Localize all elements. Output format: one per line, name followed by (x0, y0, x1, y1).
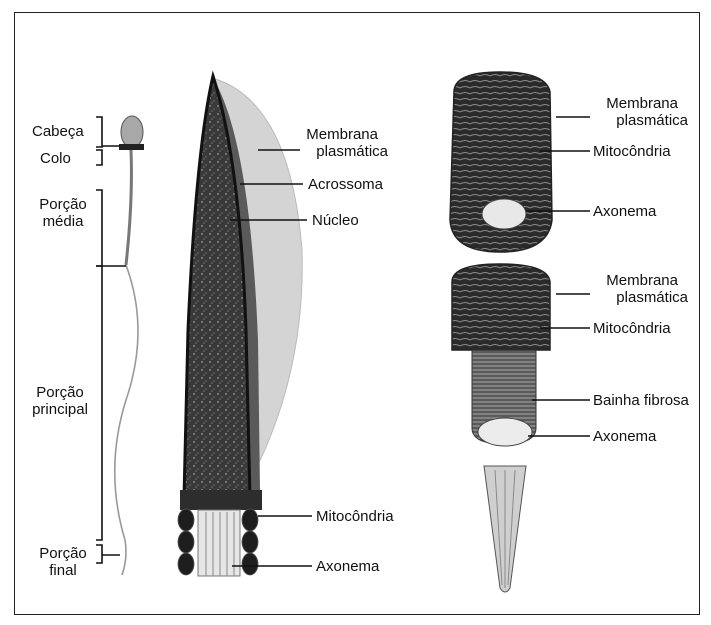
label-porcao-principal: Porção principal (24, 384, 96, 418)
label-acrossoma: Acrossoma (308, 176, 383, 193)
whole-sperm-brackets (96, 117, 126, 563)
neck-region (180, 490, 262, 510)
label-mid-mitocondria: Mitocôndria (593, 143, 671, 160)
label-head-axonema: Axonema (316, 558, 379, 575)
label-mid-membrana-line2: plasmática (592, 112, 688, 129)
whole-sperm-illustration (115, 116, 144, 575)
label-porcao-final: Porção final (30, 545, 96, 579)
label-cabeca: Cabeça (32, 123, 84, 140)
label-porcao-media-line1: Porção (30, 196, 96, 213)
label-head-mitocondria: Mitocôndria (316, 508, 394, 525)
principal-axoneme-disc (478, 418, 532, 446)
label-porcao-media: Porção média (30, 196, 96, 230)
label-prin-membrana-line2: plasmática (592, 289, 688, 306)
principal-mitochondrial-band (452, 264, 550, 350)
label-porcao-principal-line1: Porção (24, 384, 96, 401)
label-colo: Colo (40, 150, 71, 167)
sperm-neck-band (119, 144, 144, 150)
label-mid-membrana: Membrana plasmática (592, 95, 688, 129)
principal-section-illustration (452, 264, 550, 592)
label-prin-axonema: Axonema (593, 428, 656, 445)
label-nucleo: Núcleo (312, 212, 359, 229)
label-mid-membrana-line1: Membrana (592, 95, 688, 112)
label-porcao-principal-line2: principal (24, 401, 96, 418)
label-head-membrana-line2: plasmática (300, 143, 388, 160)
midpiece-section-illustration (450, 72, 552, 252)
sperm-tail (115, 265, 138, 575)
label-head-membrana: Membrana plasmática (300, 126, 388, 160)
label-porcao-media-line2: média (30, 213, 96, 230)
midpiece-axoneme-disc (482, 199, 526, 229)
sperm-head (121, 116, 143, 148)
label-bainha-fibrosa: Bainha fibrosa (593, 392, 689, 409)
sperm-midpiece (126, 150, 131, 265)
label-head-membrana-line1: Membrana (300, 126, 388, 143)
label-prin-mitocondria: Mitocôndria (593, 320, 671, 337)
label-prin-membrana-line1: Membrana (592, 272, 688, 289)
label-mid-axonema: Axonema (593, 203, 656, 220)
label-porcao-final-line2: final (30, 562, 96, 579)
label-prin-membrana: Membrana plasmática (592, 272, 688, 306)
label-porcao-final-line1: Porção (30, 545, 96, 562)
head-section-illustration (178, 76, 302, 576)
